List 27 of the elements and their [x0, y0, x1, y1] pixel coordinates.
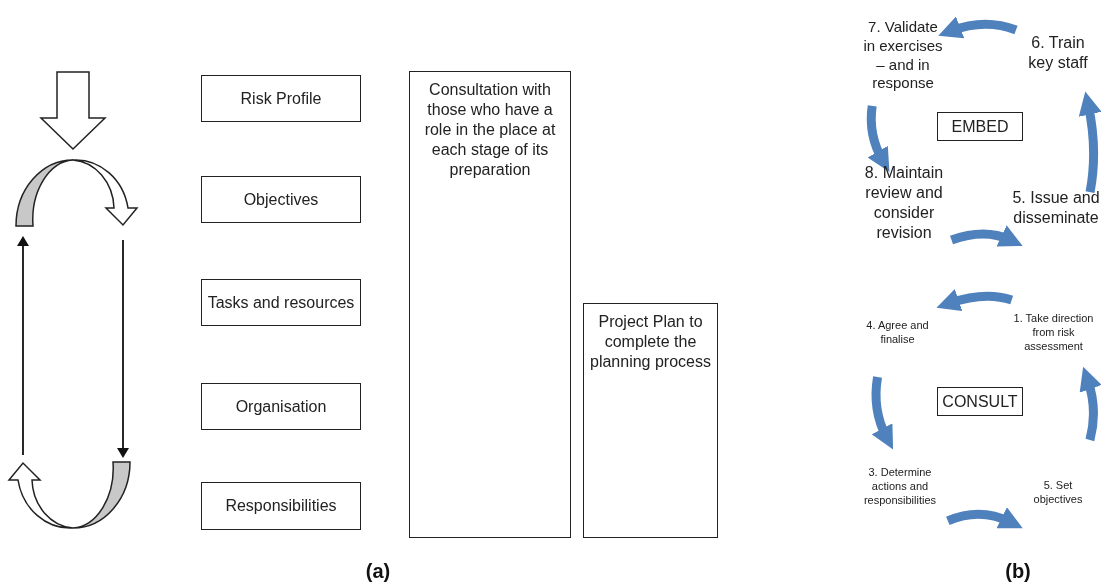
curved-arrow: [871, 376, 893, 450]
curved-arrow: [936, 289, 1013, 312]
step-label: 8. Maintain review and consider revision: [850, 158, 958, 248]
panel-label: (b): [1005, 560, 1031, 583]
step-label: 1. Take direction from risk assessment: [1006, 308, 1101, 358]
step-label: 5. Set objectives: [1016, 475, 1100, 510]
step-box: EMBED: [937, 112, 1023, 141]
step-label: 3. Determine actions and responsibilities: [848, 461, 952, 513]
step-label: 5. Issue and disseminate: [1010, 185, 1101, 230]
step-box: Tasks and resources: [201, 279, 361, 326]
step-box: Project Plan to complete the planning process: [583, 303, 718, 538]
step-box: Consultation with those who have a role in the place at each stage of its preparation: [409, 71, 571, 538]
panel-label: (a): [365, 560, 391, 583]
step-box: Objectives: [201, 176, 361, 223]
curved-arrow: [950, 225, 1023, 247]
step-label: 4. Agree and finalise: [850, 315, 945, 350]
curved-arrow: [1079, 366, 1101, 442]
step-label: 6. Train key staff: [1016, 30, 1100, 75]
step-box: Risk Profile: [201, 75, 361, 122]
step-box: Organisation: [201, 383, 361, 430]
curved-arrow: [938, 16, 1018, 39]
step-box: Responsibilities: [201, 482, 361, 530]
step-label: 7. Validate in exercises – and in response: [859, 8, 947, 103]
curved-arrow: [946, 507, 1023, 529]
curved-arrow: [866, 105, 890, 173]
step-box: CONSULT: [937, 387, 1023, 416]
curved-arrow: [1078, 91, 1101, 193]
